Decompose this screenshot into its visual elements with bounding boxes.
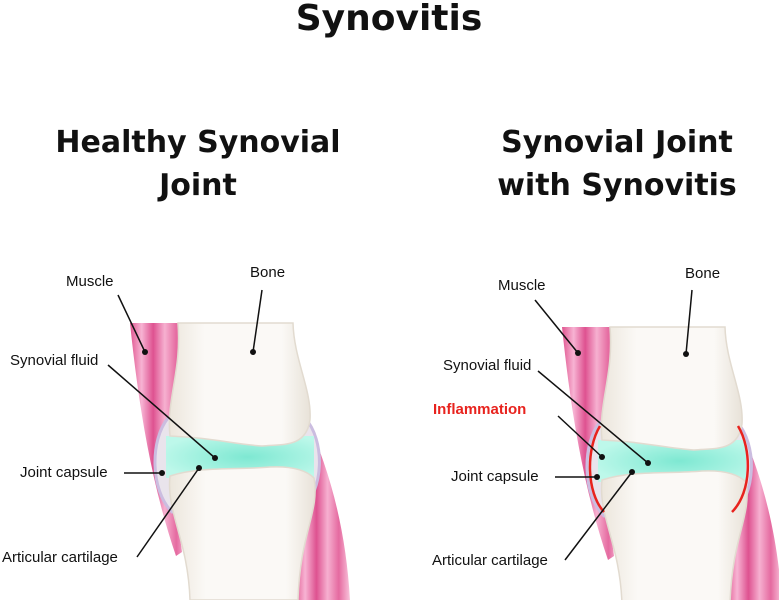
label-joint-capsule: Joint capsule xyxy=(20,464,108,481)
label-bone: Bone xyxy=(685,265,720,282)
label-bone: Bone xyxy=(250,264,285,281)
label-muscle: Muscle xyxy=(498,277,546,294)
label-articular-cartilage: Articular cartilage xyxy=(432,552,548,569)
leader-lines-right xyxy=(534,289,693,561)
inflammation-left xyxy=(588,425,605,513)
synovitis-joint-panel: Synovial Joint with Synovitis Muscle Bon… xyxy=(432,125,779,600)
left-heading-line2: Joint xyxy=(157,168,237,203)
main-title: Synovitis xyxy=(296,0,483,39)
left-heading-line1: Healthy Synovial xyxy=(55,125,340,160)
label-synovial-fluid: Synovial fluid xyxy=(443,357,531,374)
leader-dots xyxy=(142,349,256,476)
right-heading-line1: Synovial Joint xyxy=(501,125,733,160)
leader-dots-right xyxy=(575,350,689,480)
synovitis-joint-illustration xyxy=(560,325,779,600)
healthy-joint-illustration xyxy=(128,321,352,600)
healthy-joint-panel: Healthy Synovial Joint Muscle Bone Synov… xyxy=(2,125,352,600)
label-joint-capsule: Joint capsule xyxy=(451,468,539,485)
label-synovial-fluid: Synovial fluid xyxy=(10,352,98,369)
inflammation-right xyxy=(731,425,749,513)
leader-lines xyxy=(107,289,263,558)
label-articular-cartilage: Articular cartilage xyxy=(2,549,118,566)
label-inflammation: Inflammation xyxy=(433,401,526,418)
label-muscle: Muscle xyxy=(66,273,114,290)
right-heading-line2: with Synovitis xyxy=(497,168,737,203)
